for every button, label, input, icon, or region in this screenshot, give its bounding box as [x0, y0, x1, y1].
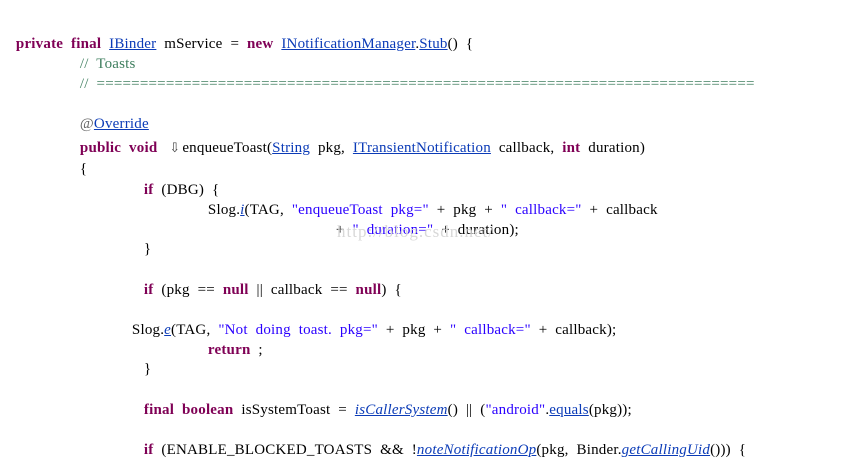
keyword-null: null [355, 282, 382, 298]
param-duration: duration) [588, 140, 646, 156]
code-line-2: // Toasts [72, 34, 136, 72]
args-tag: (TAG, [244, 202, 284, 218]
open-brace: { [465, 36, 474, 52]
condition-pkg: (pkg == [161, 282, 215, 298]
keyword-public: public [79, 140, 122, 156]
keyword-boolean: boolean [182, 402, 234, 418]
keyword-final: final [143, 402, 175, 418]
dot: . [545, 402, 550, 418]
args-binder: (pkg, Binder. [536, 442, 622, 458]
type-string-link[interactable]: String [272, 140, 311, 156]
or-operator: () || ( [447, 402, 486, 418]
code-line-8: Slog.i(TAG, "enqueueToast pkg=" + pkg + … [200, 180, 658, 218]
concat-duration: + duration); [441, 222, 519, 238]
dot: . [415, 36, 420, 52]
semicolon: ; [258, 342, 263, 358]
method-e-link[interactable]: e [164, 322, 172, 338]
method-getcallinguid-link[interactable]: getCallingUid [621, 442, 711, 458]
keyword-if: if [143, 182, 154, 198]
keyword-final: final [71, 36, 102, 52]
args-tag: (TAG, [171, 322, 211, 338]
code-line-13: return ; [200, 320, 263, 358]
comment-separator: // =====================================… [79, 76, 755, 92]
code-line-3: // =====================================… [72, 54, 755, 92]
concat-callback: + callback [589, 202, 658, 218]
slog-class: Slog. [207, 202, 241, 218]
code-line-5: public void ⇩enqueueToast(String pkg, IT… [72, 118, 645, 156]
annotation-at: @ [79, 116, 94, 132]
code-line-4: @Override [72, 94, 149, 132]
keyword-private: private [15, 36, 64, 52]
if-close-brace: } [143, 241, 152, 257]
if-close-paren-brace: ) { [381, 282, 402, 298]
concat-plus: + [335, 222, 345, 238]
if-open-brace: { [211, 182, 220, 198]
condition-dbg: (DBG) [161, 182, 205, 198]
code-line-6: { [72, 139, 87, 177]
concat-callback: + callback); [538, 322, 617, 338]
code-editor-view: { "code": { "l1": { "private": "private"… [8, 14, 755, 458]
annotation-override-link[interactable]: Override [93, 116, 149, 132]
keyword-return: return [207, 342, 251, 358]
concat-pkg: + pkg + [385, 322, 443, 338]
code-line-9: + " duration=" + duration); [328, 200, 519, 238]
string-duration: " duration=" [352, 222, 434, 238]
field-mservice: mService [164, 36, 223, 52]
type-inotificationmanager-link[interactable]: INotificationManager [281, 36, 416, 52]
code-line-7: if (DBG) { [136, 160, 219, 198]
var-issystemtoast: isSystemToast = [241, 402, 347, 418]
method-equals-link[interactable]: equals [549, 402, 589, 418]
operator-assign: = [230, 36, 240, 52]
code-line-12: Slog.e(TAG, "Not doing toast. pkg=" + pk… [124, 300, 616, 338]
equals-args: (pkg)); [588, 402, 632, 418]
slog-class: Slog. [131, 322, 165, 338]
keyword-if: if [143, 442, 154, 458]
code-line-1: private final IBinder mService = new INo… [8, 14, 473, 52]
override-marker-icon[interactable]: ⇩ [169, 140, 181, 155]
string-callback: " callback=" [450, 322, 531, 338]
method-iscallersystem-link[interactable]: isCallerSystem [354, 402, 448, 418]
condition-callback: || callback == [256, 282, 348, 298]
method-enqueuetoast: enqueueToast [182, 140, 267, 156]
paren-open: ( [266, 140, 273, 156]
concat-pkg: + pkg + [436, 202, 493, 218]
type-ibinder-link[interactable]: IBinder [109, 36, 157, 52]
string-android: "android" [485, 402, 546, 418]
method-i-link[interactable]: i [240, 202, 245, 218]
string-enqueuetoast: "enqueueToast pkg=" [291, 202, 429, 218]
method-notenotificationop-link[interactable]: noteNotificationOp [416, 442, 537, 458]
keyword-new: new [247, 36, 274, 52]
comment-toasts: // Toasts [79, 56, 136, 72]
string-not-doing-toast: "Not doing toast. pkg=" [218, 322, 378, 338]
code-line-15: final boolean isSystemToast = isCallerSy… [136, 380, 632, 418]
keyword-int: int [562, 140, 581, 156]
condition-blocked-toasts: (ENABLE_BLOCKED_TOASTS && ! [161, 442, 417, 458]
param-callback: callback, [498, 140, 555, 156]
if-close: ())) { [710, 442, 747, 458]
type-stub-link[interactable]: Stub [419, 36, 448, 52]
parens: () [447, 36, 458, 52]
keyword-if: if [143, 282, 154, 298]
code-line-11: if (pkg == null || callback == null) { [136, 260, 402, 298]
string-callback: " callback=" [500, 202, 582, 218]
method-open-brace: { [79, 161, 88, 177]
type-itransientnotification-link[interactable]: ITransientNotification [352, 140, 491, 156]
code-line-14: } [136, 339, 151, 377]
param-pkg: pkg, [317, 140, 346, 156]
if-close-brace: } [143, 361, 152, 377]
keyword-void: void [129, 140, 158, 156]
keyword-null: null [222, 282, 249, 298]
code-line-10: } [136, 219, 151, 257]
watermark-text: http://blog.csdn.net/ [337, 222, 494, 241]
code-line-16: if (ENABLE_BLOCKED_TOASTS && !noteNotifi… [136, 420, 746, 458]
